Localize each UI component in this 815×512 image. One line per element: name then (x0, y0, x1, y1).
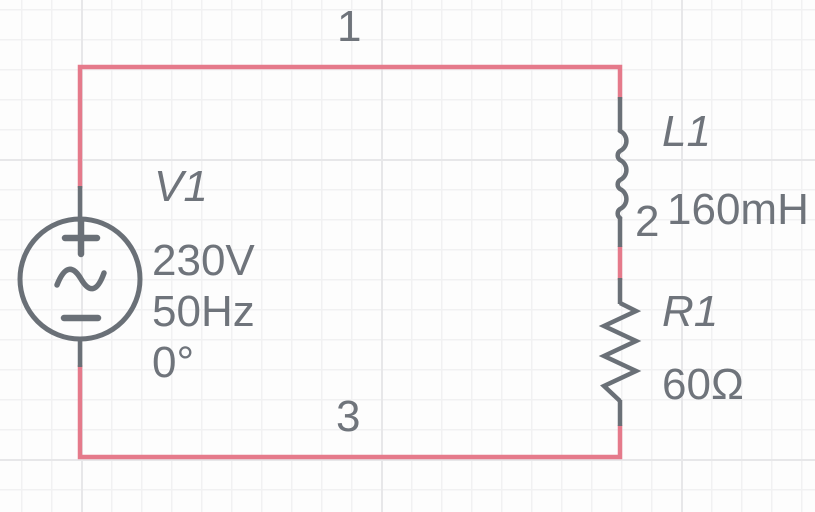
r1-resistor-symbol[interactable] (598, 278, 642, 426)
node-label-3: 3 (336, 392, 361, 441)
wire-net-1[interactable] (77, 64, 623, 188)
node-label-1: 1 (337, 2, 362, 51)
l1-inductor-symbol[interactable] (615, 97, 629, 247)
r1-ref-label[interactable]: R1 (662, 287, 719, 336)
l1-value-label[interactable]: 160mH (667, 185, 809, 234)
sine-wave-icon (54, 266, 107, 292)
wire-net-3[interactable] (77, 365, 623, 460)
r1-value-label[interactable]: 60Ω (662, 360, 744, 409)
v1-voltage: 230V (152, 236, 255, 285)
v1-frequency: 50Hz (152, 287, 255, 336)
l1-ref-label[interactable]: L1 (662, 107, 711, 156)
v1-phase: 0° (152, 338, 195, 387)
node-label-2: 2 (635, 197, 660, 246)
v1-ac-source-symbol[interactable] (17, 186, 143, 367)
r1-zigzag (598, 300, 642, 403)
l1-coil (615, 128, 629, 221)
v1-properties-label[interactable]: 230V 50Hz 0° (152, 235, 255, 388)
v1-ref-label[interactable]: V1 (154, 162, 208, 211)
plus-icon (61, 218, 101, 258)
